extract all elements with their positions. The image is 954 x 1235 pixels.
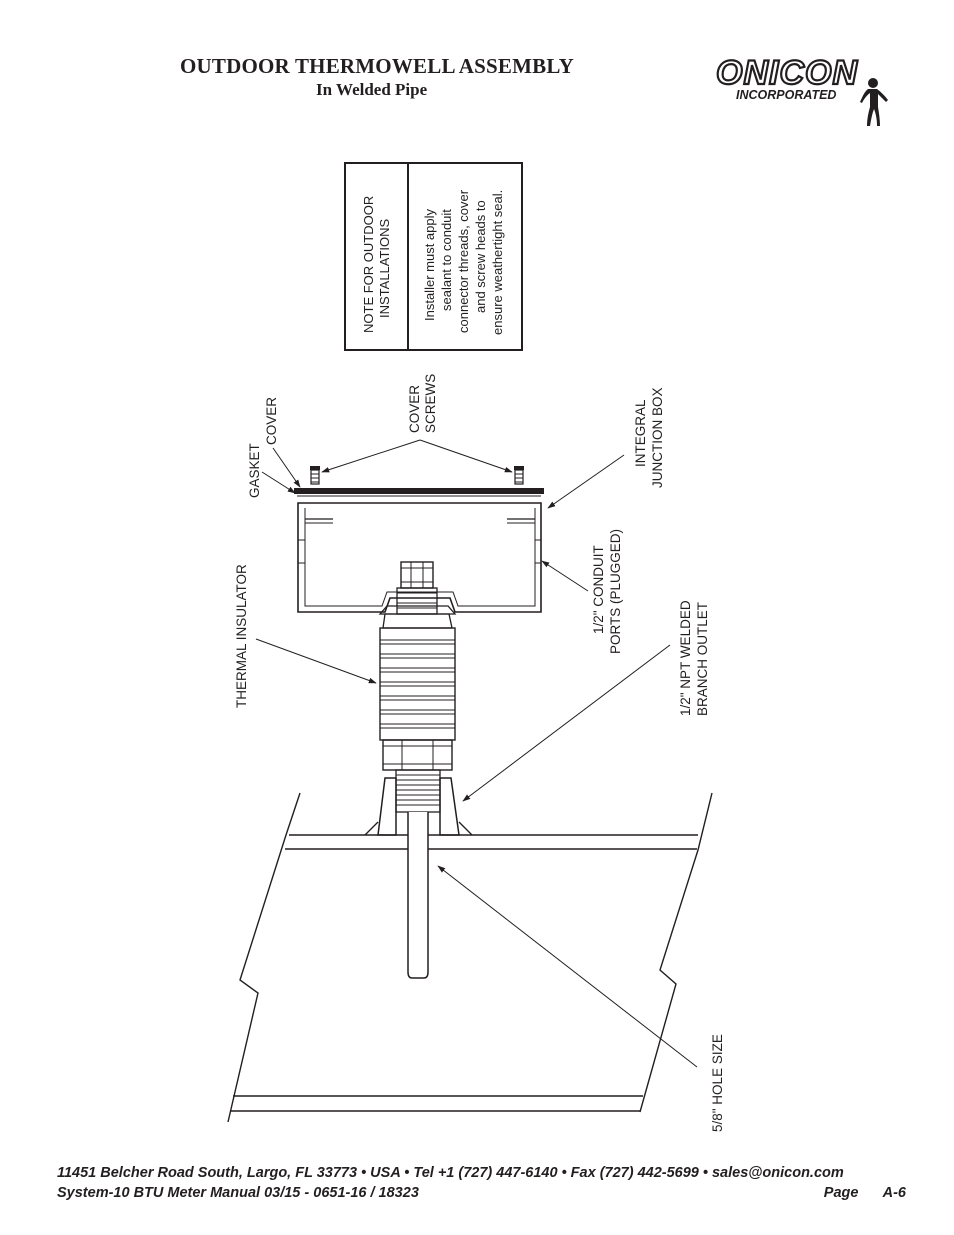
note-body-line-2: sealant to conduit: [439, 209, 454, 311]
logo-figure-icon: [860, 78, 888, 126]
hole-size-label: 5/8" HOLE SIZE: [710, 1034, 725, 1132]
note-body-line-5: ensure weathertight seal.: [490, 190, 505, 335]
hole-size-leader: [437, 865, 698, 1068]
cover-plate: [294, 488, 544, 494]
note-body-line-3: connector threads, cover: [456, 189, 471, 333]
cover-label: COVER: [264, 397, 279, 445]
thermal-insulator: [379, 613, 456, 741]
cover-screw-right: [514, 466, 524, 485]
gasket-label: GASKET: [247, 443, 262, 498]
logo-tagline-text: INCORPORATED: [736, 88, 836, 102]
note-body-line-1: Installer must apply: [422, 209, 437, 321]
cover-screws-label-line-1: COVER: [407, 385, 422, 433]
footer-page-number: A-6: [882, 1185, 906, 1201]
junction-box: [297, 502, 542, 613]
leader-lines: [255, 439, 698, 1068]
footer-manual-line: System-10 BTU Meter Manual 03/15 - 0651-…: [57, 1183, 906, 1203]
logo-wordmark: ONICON INCORPORATED: [715, 53, 859, 102]
branch-outlet-label-line-2: BRANCH OUTLET: [695, 602, 710, 716]
page-footer: 11451 Belcher Road South, Largo, FL 3377…: [57, 1163, 906, 1203]
callout-labels: GASKET COVER COVER SCREWS INTEGRAL JUNCT…: [234, 374, 725, 1132]
page-title: OUTDOOR THERMOWELL ASSEMBLY: [180, 54, 575, 78]
gasket-leader: [261, 471, 296, 494]
cover-leader: [272, 447, 301, 488]
junction-box-label-line-1: INTEGRAL: [633, 399, 648, 467]
cover-screws-leader-right: [419, 439, 513, 473]
onicon-logo: ONICON INCORPORATED: [715, 53, 888, 126]
page-subtitle: In Welded Pipe: [316, 80, 428, 99]
lower-hex-nut: [382, 739, 453, 771]
conduit-ports-label-line-2: PORTS (PLUGGED): [608, 529, 623, 654]
note-heading-line-1: NOTE FOR OUTDOOR: [361, 196, 376, 333]
footer-page: Page A-6: [824, 1183, 906, 1203]
branch-outlet-leader: [462, 644, 671, 802]
thermal-insulator-label: THERMAL INSULATOR: [234, 564, 249, 708]
cover: [294, 488, 544, 497]
note-box: NOTE FOR OUTDOOR INSTALLATIONS Installer…: [344, 162, 523, 351]
conduit-ports-leader: [541, 560, 589, 592]
cover-screws-leader-left: [321, 439, 421, 473]
branch-outlet-label-line-1: 1/2" NPT WELDED: [678, 600, 693, 716]
junction-box-leader: [547, 454, 625, 509]
cover-screws-label-line-2: SCREWS: [423, 374, 438, 433]
thermal-insulator-leader: [255, 638, 377, 684]
sensor-fitting: [378, 561, 457, 615]
logo-brand-text: ONICON: [716, 54, 858, 92]
threaded-section: [395, 769, 441, 813]
footer-address: 11451 Belcher Road South, Largo, FL 3377…: [57, 1165, 844, 1181]
footer-page-label: Page: [823, 1185, 859, 1201]
note-heading-line-2: INSTALLATIONS: [377, 218, 392, 318]
junction-box-label-line-2: JUNCTION BOX: [650, 387, 665, 488]
note-box-frame: [344, 162, 523, 351]
cover-screw-left: [310, 466, 320, 485]
note-body-line-4: and screw heads to: [473, 200, 488, 313]
thermowell-stem: [407, 812, 429, 979]
conduit-ports-label-line-1: 1/2" CONDUIT: [591, 545, 606, 634]
pipe-section: [227, 792, 713, 1123]
footer-manual-id: System-10 BTU Meter Manual 03/15 - 0651-…: [57, 1185, 419, 1201]
